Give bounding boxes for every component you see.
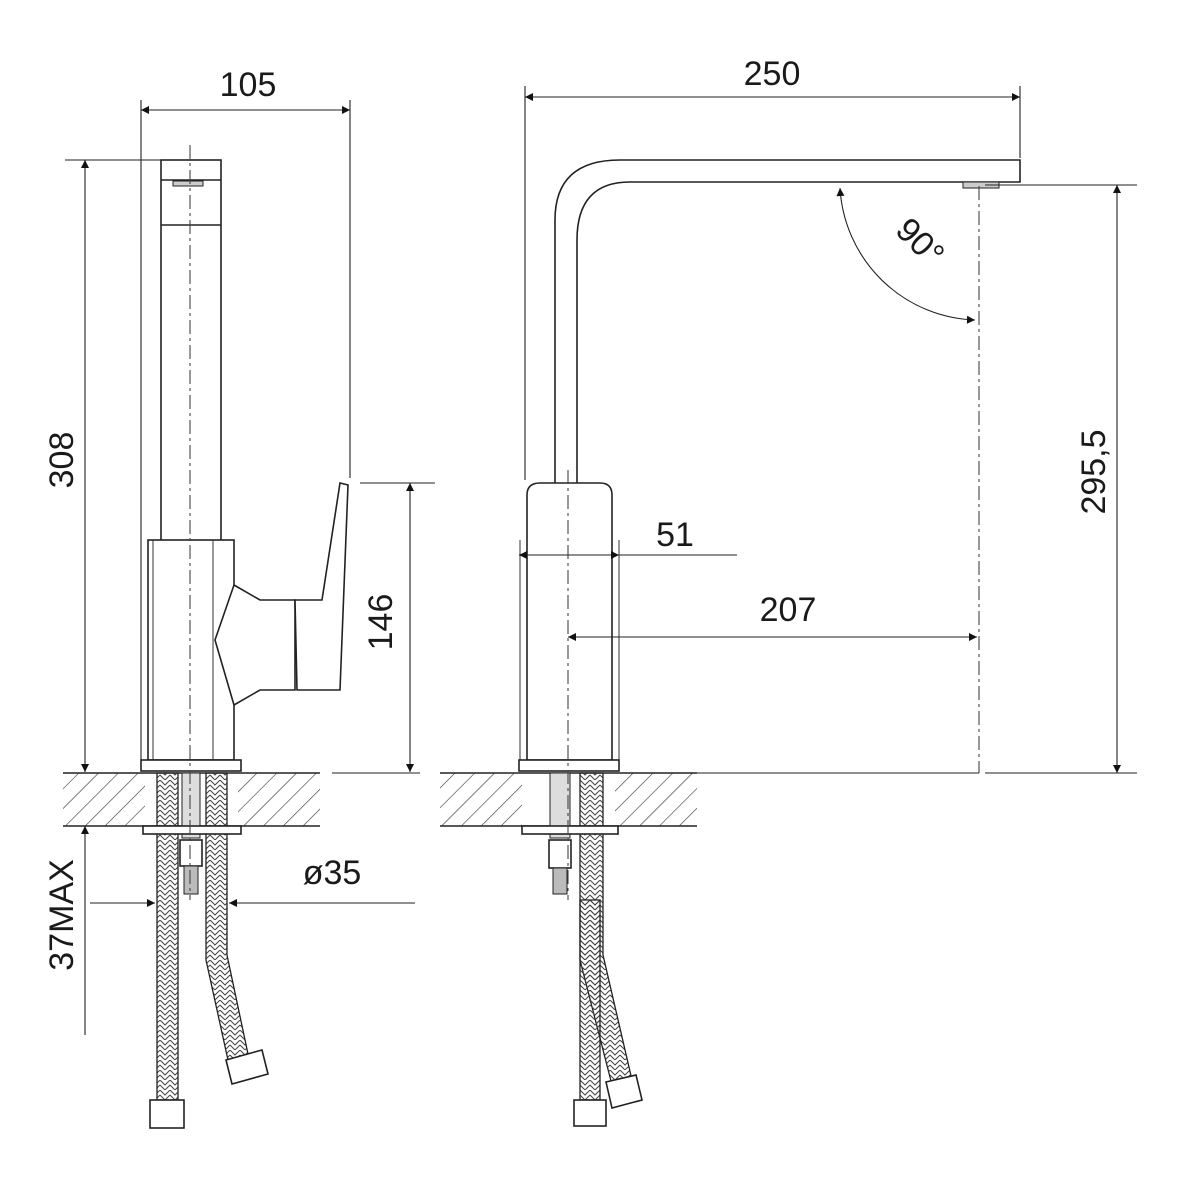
spout-height-label: 295,5 <box>1075 429 1113 514</box>
hole-diameter-label: ø35 <box>303 854 362 892</box>
dimension-105: 105 <box>140 66 351 760</box>
dimension-51: 51 <box>519 516 737 559</box>
hose-nut <box>573 1099 607 1127</box>
dimension-diameter-35: ø35 <box>90 854 415 907</box>
handle-lever <box>294 482 349 691</box>
dimension-37max: 37MAX <box>43 826 89 1035</box>
dimension-207: 207 <box>568 591 977 641</box>
dimension-250: 250 <box>524 55 1021 480</box>
reach-label: 207 <box>760 591 817 629</box>
height-label: 308 <box>43 432 81 489</box>
hose-nut <box>605 1074 643 1109</box>
hose-nut <box>149 1099 185 1129</box>
side-view: 250 90° 295,5 51 207 <box>440 55 1137 1127</box>
countertop-section <box>63 772 320 827</box>
spout <box>554 159 1021 491</box>
supply-hoses <box>521 772 643 1127</box>
angle-label: 90° <box>888 211 951 274</box>
base-width-label: 51 <box>656 516 694 554</box>
handle-height-label: 146 <box>362 594 400 651</box>
dimension-308: 308 <box>43 159 161 772</box>
hose-nut <box>225 1049 269 1085</box>
width-label: 105 <box>220 66 277 104</box>
dimension-146: 146 <box>332 482 435 774</box>
supply-hoses <box>142 772 269 1129</box>
dimension-angle-90: 90° <box>836 187 976 324</box>
handle-hub <box>214 583 296 707</box>
dimension-295-5: 295,5 <box>620 184 1137 774</box>
reach-total-label: 250 <box>744 55 801 93</box>
faucet-body-front <box>140 145 349 900</box>
front-view: 105 308 146 ø35 37MAX <box>43 66 435 1129</box>
counter-thickness-label: 37MAX <box>43 859 81 971</box>
